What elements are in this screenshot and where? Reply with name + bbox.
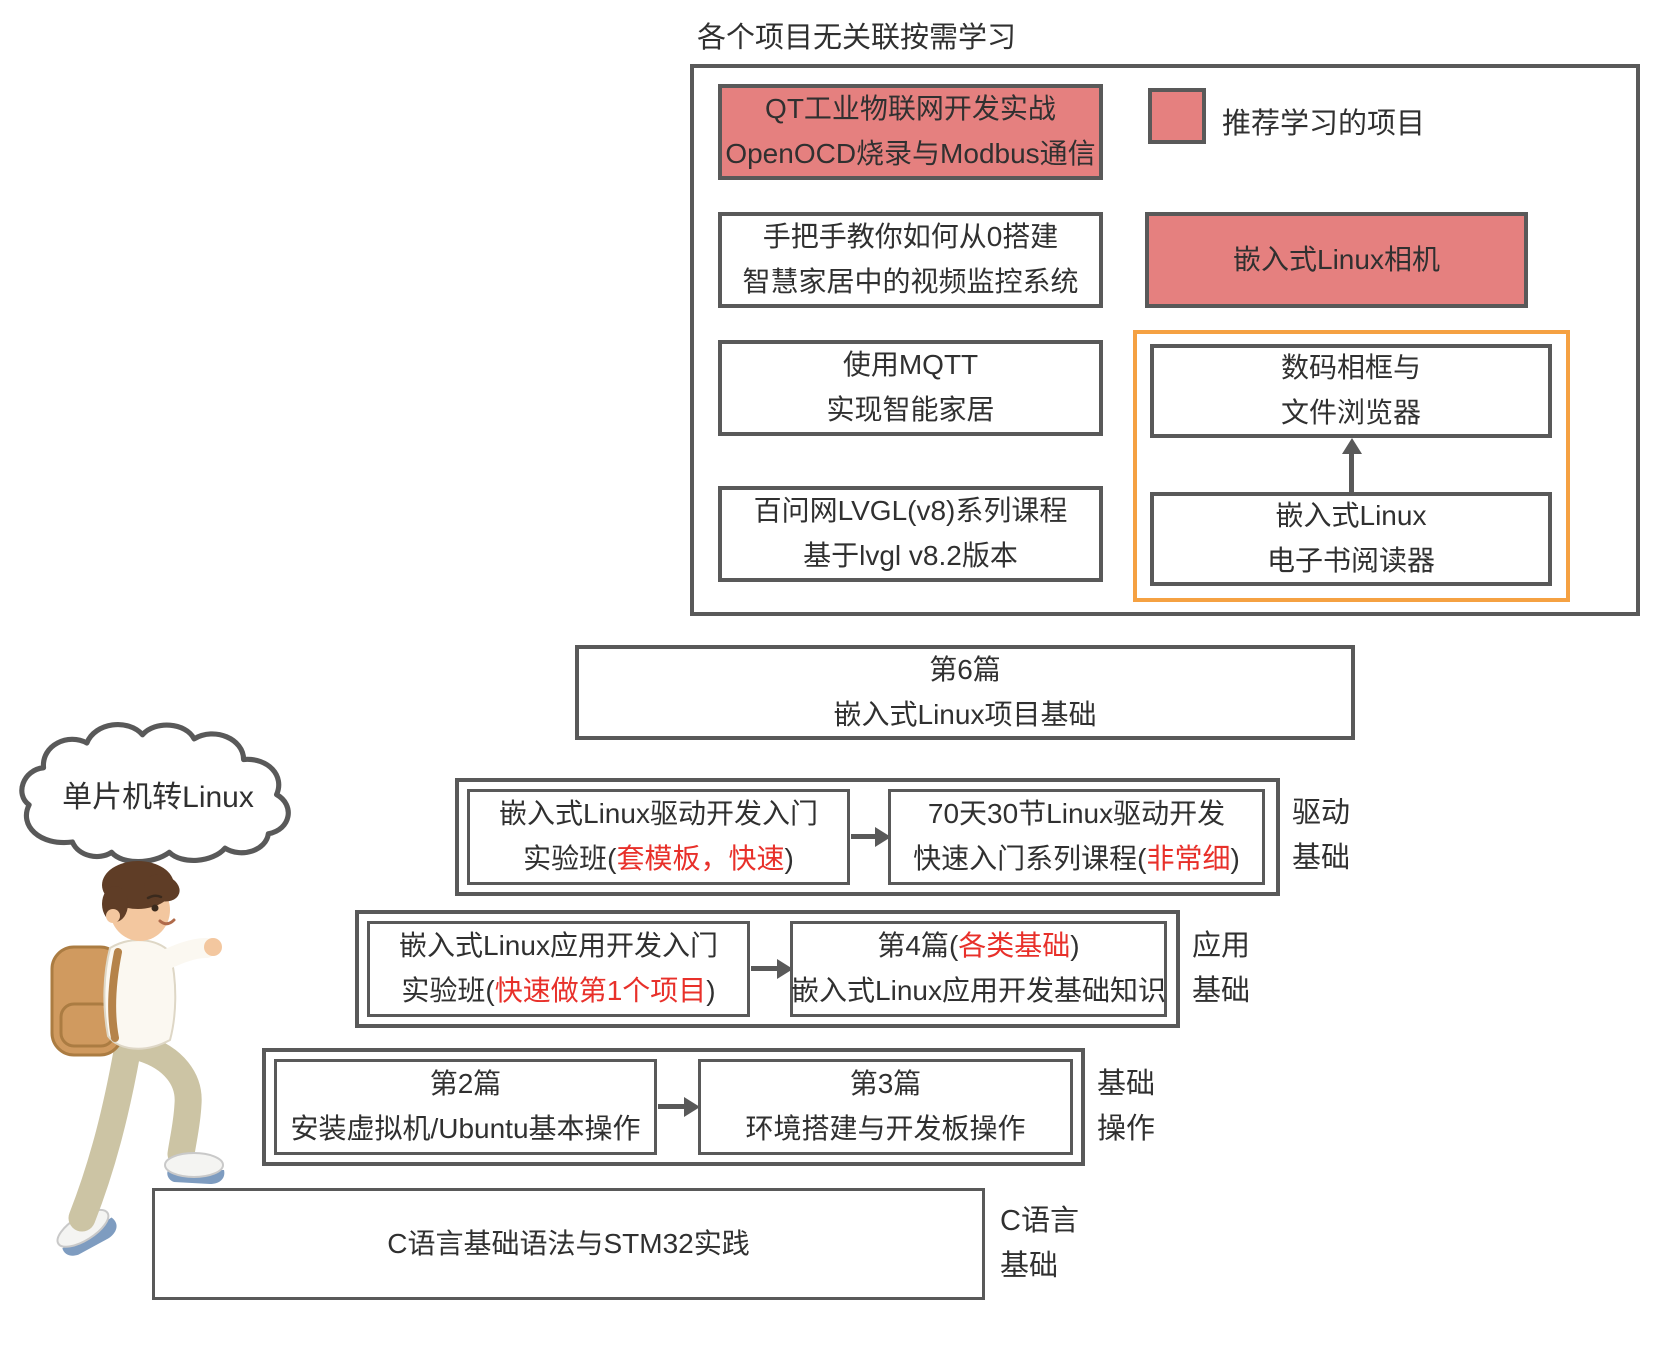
project-box-photo-frame: 数码相框与 文件浏览器: [1150, 344, 1552, 438]
step-basics-side-label: 基础 操作: [1097, 1062, 1155, 1152]
step-box-part2: 第2篇 安装虚拟机/Ubuntu基本操作: [274, 1059, 657, 1155]
text-segment: 实验班(: [401, 975, 495, 1006]
text-segment-red: 快速做第1个项目: [494, 975, 707, 1006]
project-box-lvgl: 百问网LVGL(v8)系列课程 基于lvgl v8.2版本: [718, 486, 1103, 582]
text-segment: 第4篇(: [877, 930, 959, 962]
project-line: 嵌入式Linux相机: [1233, 243, 1440, 275]
step-line: 嵌入式Linux驱动开发入门: [499, 798, 818, 830]
boy-climbing-icon: [50, 861, 225, 1256]
step-line: 嵌入式Linux应用开发基础知识: [791, 975, 1166, 1006]
step-line: 70天30节Linux驱动开发: [927, 798, 1226, 830]
project-box-qt-iot: QT工业物联网开发实战 OpenOCD烧录与Modbus通信: [718, 84, 1103, 180]
text-segment: ): [1230, 843, 1240, 874]
step-line: 快速入门系列课程(非常细): [913, 837, 1240, 882]
project-line: 电子书阅读器: [1266, 545, 1435, 576]
project-line: 基于lvgl v8.2版本: [803, 540, 1018, 571]
step-line: 第4篇(各类基础): [877, 924, 1079, 969]
step-line: 实验班(套模板，快速): [523, 837, 794, 882]
project-box-video-monitor: 手把手教你如何从0搭建 智慧家居中的视频监控系统: [718, 212, 1103, 308]
step-line: 实验班(快速做第1个项目): [401, 969, 715, 1014]
step-line: 安装虚拟机/Ubuntu基本操作: [290, 1113, 641, 1144]
project-box-mqtt: 使用MQTT 实现智能家居: [718, 340, 1103, 436]
cloud-shape-icon: [19, 722, 291, 865]
project-line: 实现智能家居: [826, 394, 995, 425]
step-driver-side-label: 驱动 基础: [1292, 791, 1350, 881]
step-line: 嵌入式Linux项目基础: [833, 698, 1097, 730]
step-box-app-basics: 第4篇(各类基础) 嵌入式Linux应用开发基础知识: [790, 921, 1167, 1017]
step-box-c-language: C语言基础语法与STM32实践: [152, 1188, 985, 1300]
boy-climbing-illustration: [22, 852, 242, 1287]
step-line: 环境搭建与开发板操作: [745, 1113, 1026, 1144]
text-segment-red: 套模板，快速: [616, 843, 785, 874]
project-box-linux-camera: 嵌入式Linux相机: [1145, 212, 1528, 308]
step-box-part6: 第6篇 嵌入式Linux项目基础: [575, 645, 1355, 740]
projects-group-title: 各个项目无关联按需学习: [697, 22, 1017, 54]
project-line: QT工业物联网开发实战: [765, 93, 1056, 125]
step-app-side-label: 应用 基础: [1192, 924, 1250, 1014]
step-line: 第2篇: [429, 1068, 502, 1100]
side-label-line: C语言: [1000, 1205, 1079, 1237]
step-line: 第3篇: [849, 1068, 922, 1100]
legend-recommended-swatch: [1148, 88, 1206, 144]
cloud-label: 单片机转Linux: [62, 781, 254, 814]
text-segment: ): [706, 975, 716, 1006]
side-label-line: 基础: [1097, 1068, 1156, 1100]
text-segment-red: 非常细: [1146, 843, 1231, 874]
arrow-right-icon: [751, 966, 777, 971]
step-box-driver-course: 70天30节Linux驱动开发 快速入门系列课程(非常细): [888, 789, 1265, 885]
side-label-line: 操作: [1097, 1112, 1156, 1145]
step-box-part3: 第3篇 环境搭建与开发板操作: [698, 1059, 1073, 1155]
project-line: 百问网LVGL(v8)系列课程: [753, 495, 1068, 527]
side-label-line: 基础: [1000, 1249, 1059, 1282]
text-segment: ): [784, 843, 794, 874]
orange-subgroup-frame: [1133, 330, 1570, 602]
arrow-right-icon: [851, 834, 875, 839]
text-segment: 实验班(: [523, 843, 617, 874]
project-line: 智慧家居中的视频监控系统: [742, 266, 1079, 297]
arrow-right-icon: [658, 1104, 684, 1109]
side-label-line: 基础: [1292, 841, 1351, 874]
project-line: 使用MQTT: [842, 349, 979, 381]
project-line: 手把手教你如何从0搭建: [762, 221, 1059, 253]
side-label-line: 应用: [1192, 930, 1251, 962]
project-line: 数码相框与: [1280, 352, 1421, 384]
step-line: 嵌入式Linux应用开发入门: [399, 930, 718, 962]
step-c-side-label: C语言 基础: [1000, 1199, 1079, 1289]
project-line: OpenOCD烧录与Modbus通信: [725, 138, 1096, 169]
step-line: C语言基础语法与STM32实践: [387, 1227, 750, 1259]
arrow-up-icon: [1349, 454, 1354, 492]
project-box-ebook-reader: 嵌入式Linux 电子书阅读器: [1150, 492, 1552, 586]
text-segment: ): [1070, 930, 1080, 962]
text-segment: 快速入门系列课程(: [913, 843, 1147, 874]
text-segment-red: 各类基础: [958, 930, 1071, 962]
step-box-driver-class: 嵌入式Linux驱动开发入门 实验班(套模板，快速): [467, 789, 850, 885]
side-label-line: 驱动: [1292, 797, 1351, 829]
project-line: 嵌入式Linux: [1275, 500, 1427, 532]
legend-recommended-label: 推荐学习的项目: [1222, 108, 1426, 140]
project-line: 文件浏览器: [1280, 397, 1421, 428]
step-box-app-class: 嵌入式Linux应用开发入门 实验班(快速做第1个项目): [367, 921, 750, 1017]
thought-cloud: 单片机转Linux: [8, 710, 308, 875]
side-label-line: 基础: [1192, 974, 1251, 1007]
step-line: 第6篇: [929, 653, 1001, 685]
